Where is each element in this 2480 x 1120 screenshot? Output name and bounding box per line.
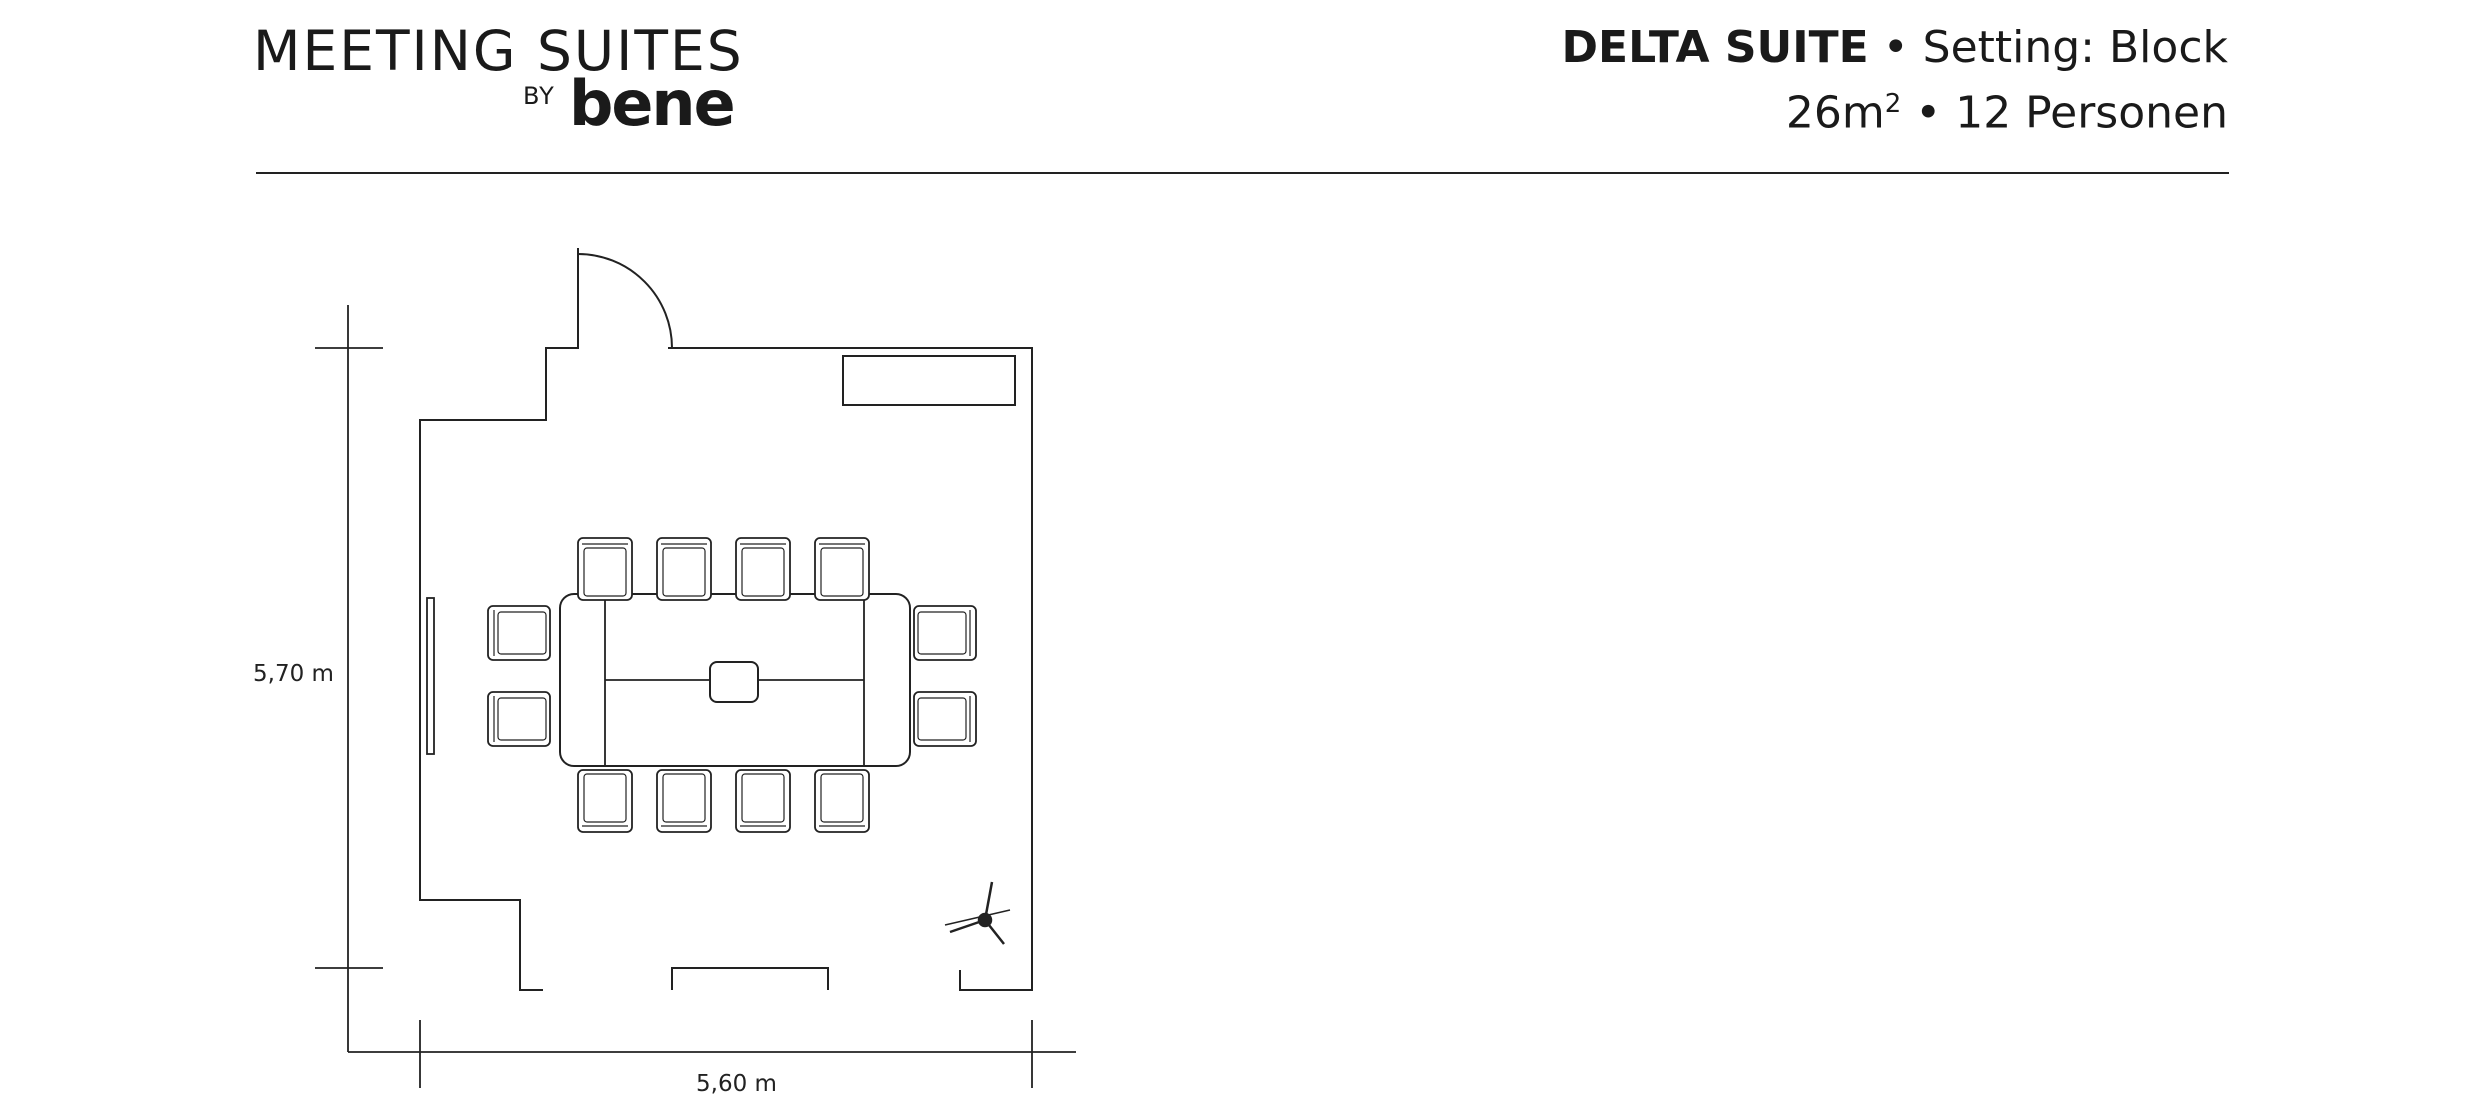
capacity-value: 12 Personen [1955,87,2228,139]
separator-1: • [1882,22,1909,73]
chair [577,537,633,601]
chair [913,691,977,747]
logo-brand: bene [569,67,736,140]
setting-label: Setting: Block [1922,22,2228,73]
chair [735,769,791,833]
chair [814,769,870,833]
suite-stats-line: 26m2 • 12 Personen [1562,76,2228,142]
chair [913,605,977,661]
tripod-icon [944,881,1011,945]
chair [814,537,870,601]
conference-table [559,593,911,767]
area-superscript: 2 [1884,89,1902,119]
chair [656,769,712,833]
logo-title: MEETING SUITES [253,19,744,83]
chair [487,605,551,661]
wall-board [426,597,435,755]
suite-title-line: DELTA SUITE • Setting: Block [1562,20,2228,76]
width-dimension [348,1020,1076,1088]
chair [577,769,633,833]
chair [735,537,791,601]
header-divider [256,172,2229,174]
suite-info: DELTA SUITE • Setting: Block 26m2 • 12 P… [1562,20,2228,142]
width-label: 5,60 m [696,1071,777,1097]
depth-label: 5,70 m [253,661,334,687]
door-swing [577,253,673,349]
suite-name: DELTA SUITE [1561,22,1869,73]
logo-by: BY [523,82,555,110]
depth-dimension [315,305,383,1052]
area-value: 26m [1785,87,1885,139]
room-walls [419,248,1033,991]
chair [487,691,551,747]
brand-logo: MEETING SUITES BY bene [253,24,742,135]
separator-2: • [1915,87,1942,139]
chair [656,537,712,601]
sideboard [842,355,1016,406]
table-power-box [709,661,759,703]
